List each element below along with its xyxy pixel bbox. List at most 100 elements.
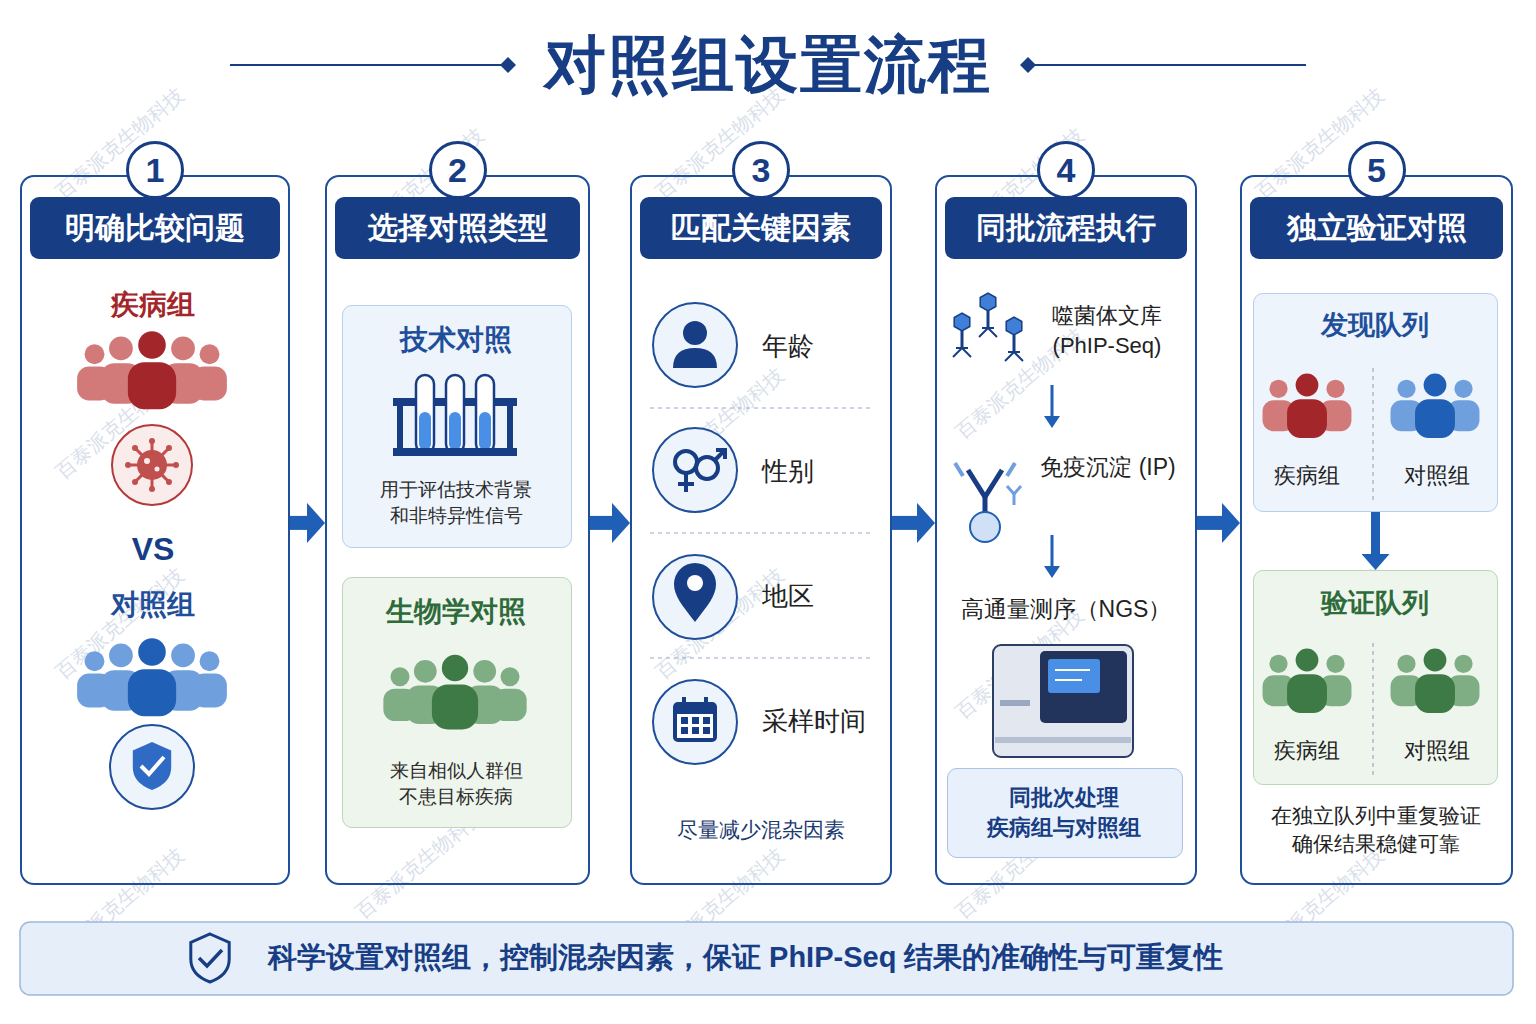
- male-symbol: [696, 457, 718, 479]
- pin-hole: [687, 575, 703, 591]
- flow-arrow: [1197, 516, 1222, 530]
- cohort-divider: [1373, 643, 1374, 775]
- female-symbol: [675, 451, 697, 473]
- calendar-cell: [681, 717, 688, 724]
- person-head: [1296, 649, 1319, 672]
- person-head: [1454, 655, 1472, 673]
- person-body: [1415, 674, 1455, 713]
- people-group: [1263, 649, 1352, 713]
- antibody-light: [1007, 463, 1015, 476]
- step-number: 2: [429, 141, 487, 199]
- info-box: 生物学对照来自相似人群但 不患目标疾病: [342, 577, 572, 828]
- person-head: [1269, 380, 1287, 398]
- step-panel: 明确比较问题疾病组VS对照组1: [20, 175, 290, 885]
- person-head: [171, 644, 195, 668]
- info-box: 发现队列疾病组对照组: [1253, 293, 1498, 512]
- body-text: 对照组: [1404, 736, 1470, 766]
- title-diamond: [1020, 57, 1036, 73]
- person-head: [85, 344, 105, 364]
- body-text: 采样时间: [762, 704, 866, 739]
- title-diamond: [500, 57, 516, 73]
- person-head: [442, 655, 468, 681]
- phage-leg: [988, 328, 997, 337]
- phage-head: [954, 313, 970, 331]
- people-group: [1391, 374, 1480, 438]
- antibody: [1007, 486, 1014, 494]
- body-text: 用于评估技术背景 和非特异性信号: [356, 477, 556, 528]
- person-head: [85, 651, 105, 671]
- body-text: 疾病组: [1274, 736, 1340, 766]
- rack-leg: [507, 398, 513, 456]
- person-head: [390, 667, 409, 686]
- calendar-icon: [673, 702, 717, 742]
- heading-text: 技术对照: [400, 321, 512, 359]
- bead: [970, 512, 1000, 542]
- step-panel: 选择对照类型2技术对照用于评估技术背景 和非特异性信号生物学对照来自相似人群但 …: [325, 175, 590, 885]
- person-head: [109, 644, 133, 668]
- virus-spike-tip: [132, 479, 138, 485]
- people-group: [77, 638, 227, 716]
- person-head: [138, 638, 166, 666]
- caption-banner: [20, 922, 1513, 995]
- heading-text: 对照组: [111, 586, 195, 624]
- step-panel: 同批流程执行噬菌体文库 (PhIP-Seq)免疫沉淀 (IP)高通量测序（NGS…: [935, 175, 1197, 885]
- body-text: 疾病组: [1274, 461, 1340, 491]
- person-head: [1397, 655, 1415, 673]
- phage-head: [980, 293, 996, 311]
- person-head: [1424, 374, 1447, 397]
- heading-text: 生物学对照: [386, 593, 526, 631]
- title: 对照组设置流程: [544, 23, 992, 107]
- body-text: 地区: [762, 579, 814, 614]
- virus-spike-tip: [125, 462, 131, 468]
- virus-dot: [155, 467, 160, 472]
- person-head: [1269, 655, 1287, 673]
- step-heading: 同批流程执行: [945, 197, 1187, 259]
- virus-spike-tip: [166, 479, 172, 485]
- step-panel: 独立验证对照在独立队列中重复验证 确保结果稳健可靠5发现队列疾病组对照组验证队列…: [1240, 175, 1513, 885]
- sequencer-slot: [1000, 700, 1030, 706]
- person-head: [200, 344, 220, 364]
- step-heading: 独立验证对照: [1250, 197, 1503, 259]
- antibody: [1014, 486, 1021, 494]
- shield-badge: [110, 725, 194, 809]
- screen-line: [1055, 679, 1082, 681]
- antibody: [1013, 494, 1016, 505]
- people-group: [383, 655, 526, 730]
- step-heading: 选择对照类型: [335, 197, 580, 259]
- phage-leg: [1014, 352, 1023, 361]
- phage-leg: [962, 348, 971, 357]
- test-tube: [476, 375, 494, 453]
- person-head: [473, 660, 496, 683]
- phage-plate: [982, 327, 994, 329]
- phage-leg: [953, 348, 962, 357]
- step-number: 5: [1348, 141, 1406, 199]
- phage-plate: [956, 347, 968, 349]
- flow-arrow: [1371, 512, 1380, 554]
- virus-dot: [144, 458, 150, 464]
- male-symbol: [715, 450, 725, 460]
- body-text: 高通量测序（NGS）: [961, 594, 1172, 625]
- phage-plate: [1008, 351, 1020, 353]
- phage-tail: [987, 311, 990, 328]
- sequencer-screen: [1048, 659, 1100, 693]
- calendar-ring: [704, 697, 708, 707]
- calendar-cell: [692, 727, 699, 734]
- virus-spike-tip: [166, 445, 172, 451]
- calendar-cell: [681, 727, 688, 734]
- female-symbol: [678, 482, 694, 486]
- person-body: [1287, 674, 1327, 713]
- body-text: 性别: [762, 454, 814, 489]
- person-head: [1397, 380, 1415, 398]
- step-number: 4: [1037, 141, 1095, 199]
- step-number-text: 4: [1057, 153, 1076, 187]
- person-head: [1326, 380, 1344, 398]
- heading-text: 疾病组: [111, 286, 195, 324]
- person-head: [1296, 374, 1319, 397]
- step-arrow: [1051, 535, 1054, 568]
- box-fill: [1253, 570, 1498, 785]
- phage-tail: [1013, 335, 1016, 352]
- note-box: 同批次处理 疾病组与对照组: [947, 768, 1183, 858]
- tube-liquid: [419, 412, 431, 450]
- row-separator: [650, 408, 872, 409]
- step-number-text: 5: [1367, 153, 1386, 187]
